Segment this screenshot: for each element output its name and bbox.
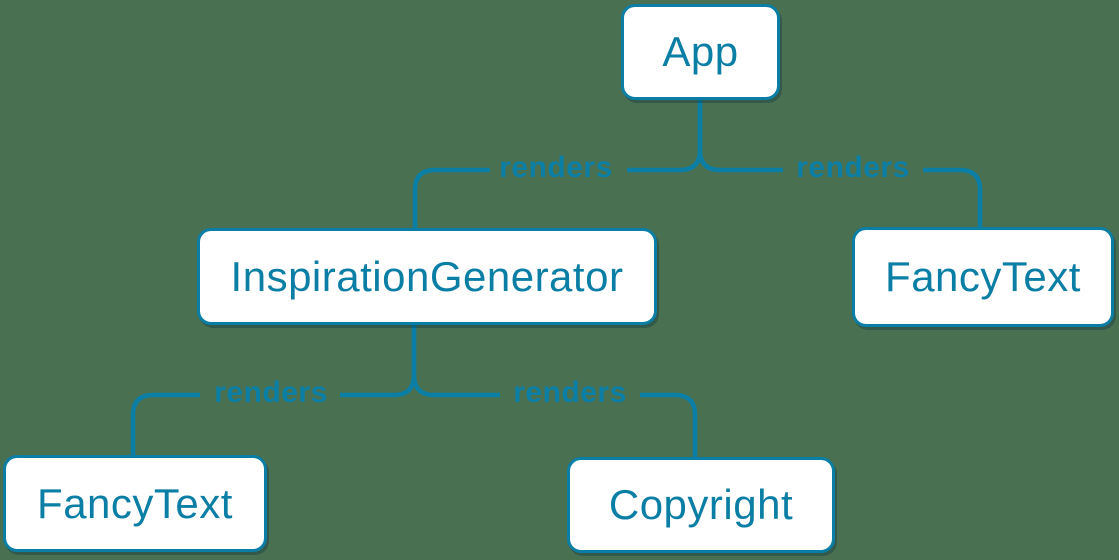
- edge-label-app-inspirationgenerator: renders: [499, 151, 613, 184]
- node-fancytext-right-label: FancyText: [885, 253, 1081, 300]
- node-inspirationgenerator: InspirationGenerator: [197, 228, 657, 325]
- node-app: App: [621, 4, 780, 100]
- edge-label-inspirationgenerator-copyright: renders: [513, 376, 627, 409]
- node-app-label: App: [662, 28, 739, 75]
- node-fancytext-left-label: FancyText: [37, 479, 233, 527]
- node-fancytext-right: FancyText: [852, 227, 1114, 327]
- edge-label-inspirationgenerator-fancytext: renders: [214, 376, 328, 409]
- edge-inspirationgenerator-to-copyright: [411, 325, 698, 457]
- edge-label-app-fancytext: renders: [796, 151, 910, 184]
- node-copyright: Copyright: [567, 457, 835, 553]
- edge-app-to-fancytext: [697, 100, 983, 227]
- node-inspirationgenerator-label: InspirationGenerator: [230, 252, 624, 300]
- node-copyright-label: Copyright: [608, 481, 794, 528]
- node-fancytext-left: FancyText: [3, 455, 267, 552]
